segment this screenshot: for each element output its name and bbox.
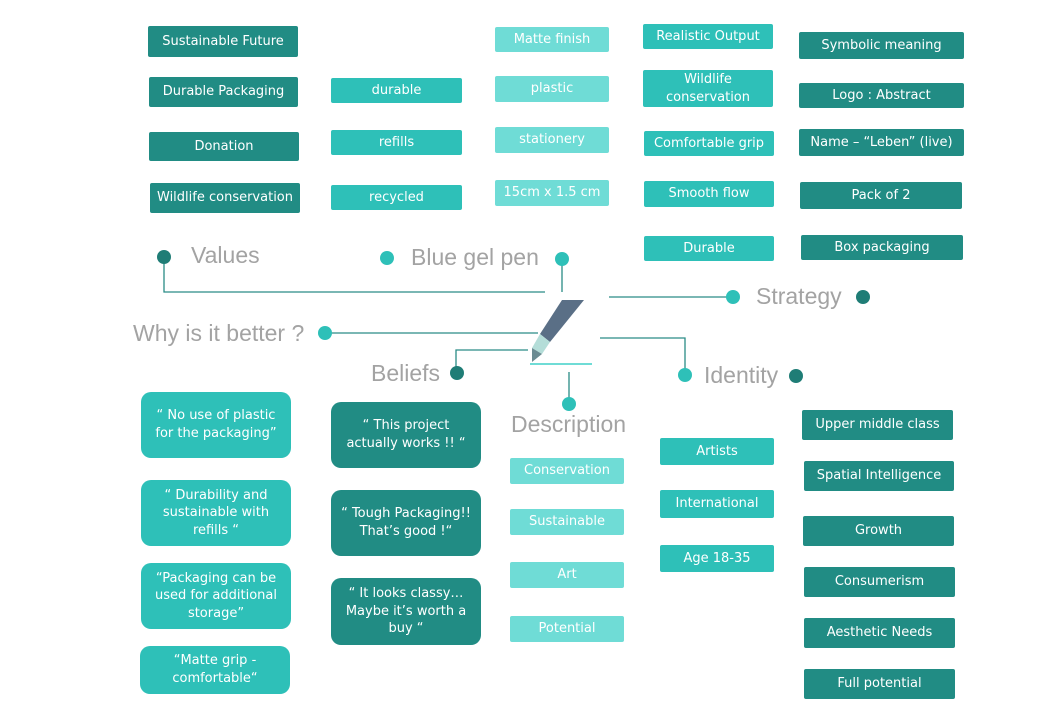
beliefs-connector (455, 349, 528, 372)
why-quote: “ No use of plastic for the packaging” (141, 392, 291, 458)
values-item: Sustainable Future (148, 26, 298, 57)
strategy-item: Wildlife conservation (643, 70, 773, 107)
hub-beliefs: Beliefs (371, 360, 441, 386)
hub-identity: Identity (704, 362, 779, 388)
product-feature: recycled (331, 185, 462, 210)
strategy-item: Logo : Abstract (799, 83, 964, 108)
product-attribute: 15cm x 1.5 cm (495, 180, 609, 206)
why-quote: “Packaging can be used for additional st… (141, 563, 291, 629)
hub-product: Blue gel pen (411, 244, 539, 270)
identity-item: Aesthetic Needs (804, 618, 955, 648)
strategy-item: Box packaging (801, 235, 963, 260)
description-item: Sustainable (510, 509, 624, 535)
identity-item: Artists (660, 438, 774, 465)
identity-item: Consumerism (804, 567, 955, 597)
hub-values: Values (191, 242, 260, 268)
product-attribute: Matte finish (495, 27, 609, 52)
beliefs-dot (450, 366, 464, 380)
description-item: Potential (510, 616, 624, 642)
strategy-item: Durable (644, 236, 774, 261)
strategy-dot-right (856, 290, 870, 304)
belief-quote: “ This project actually works !! “ (331, 402, 481, 468)
product-attribute: plastic (495, 76, 609, 102)
values-item: Donation (149, 132, 299, 161)
description-dot (562, 397, 576, 411)
identity-item: Age 18-35 (660, 545, 774, 572)
product-dot-right (555, 252, 569, 266)
values-item: Wildlife conservation (150, 183, 300, 213)
values-item: Durable Packaging (149, 77, 298, 107)
identity-item: Upper middle class (802, 410, 953, 440)
identity-item: Spatial Intelligence (804, 461, 954, 491)
description-item: Conservation (510, 458, 624, 484)
identity-connector (600, 337, 686, 375)
strategy-item: Pack of 2 (800, 182, 962, 209)
strategy-item: Comfortable grip (644, 131, 774, 156)
strategy-item: Realistic Output (643, 24, 773, 49)
values-dot (157, 250, 171, 264)
product-feature: durable (331, 78, 462, 103)
why-quote: “Matte grip - comfortable“ (140, 646, 290, 694)
belief-quote: “ It looks classy… Maybe it’s worth a bu… (331, 578, 481, 645)
identity-dot-left (678, 368, 692, 382)
identity-dot-right (789, 369, 803, 383)
why-dot (318, 326, 332, 340)
identity-item: International (660, 490, 774, 518)
product-dot-left (380, 251, 394, 265)
strategy-dot-left (726, 290, 740, 304)
hub-why: Why is it better ? (133, 320, 305, 346)
strategy-item: Name – “Leben” (live) (799, 129, 964, 156)
strategy-item: Symbolic meaning (799, 32, 964, 59)
why-quote: “ Durability and sustainable with refill… (141, 480, 291, 546)
identity-item: Growth (803, 516, 954, 546)
identity-item: Full potential (804, 669, 955, 699)
strategy-item: Smooth flow (644, 181, 774, 207)
hub-strategy: Strategy (756, 283, 842, 309)
pen-icon (530, 300, 592, 365)
product-feature: refills (331, 130, 462, 155)
description-item: Art (510, 562, 624, 588)
hub-description: Description (511, 411, 627, 437)
product-attribute: stationery (495, 127, 609, 153)
belief-quote: “ Tough Packaging!! That’s good !“ (331, 490, 481, 556)
